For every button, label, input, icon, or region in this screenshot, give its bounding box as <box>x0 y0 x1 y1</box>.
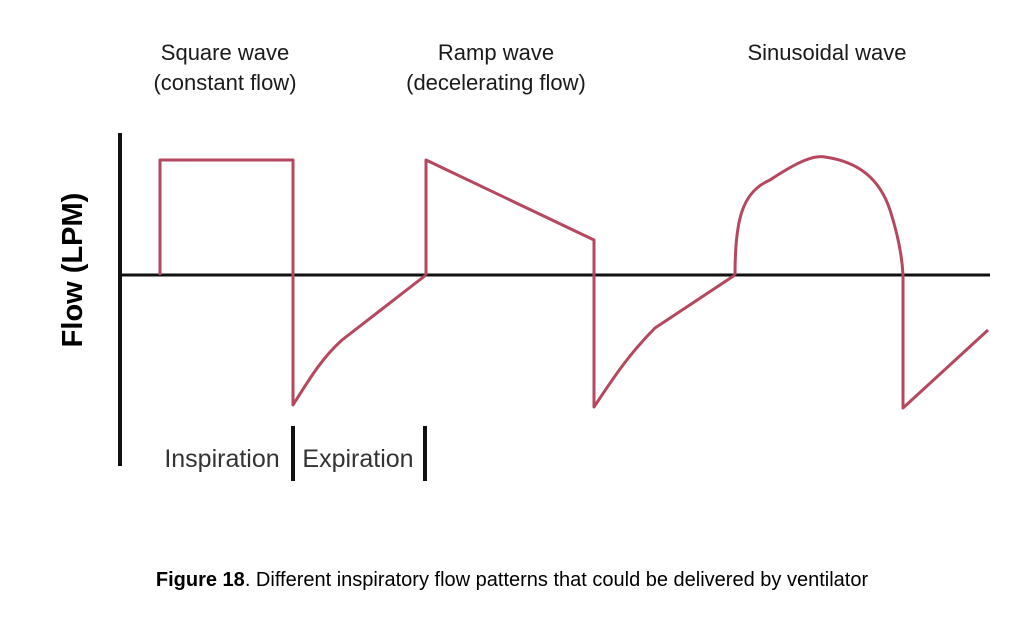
expiration-label: Expiration <box>302 445 413 473</box>
sinusoidal-wave-title: Sinusoidal wave <box>748 40 907 65</box>
square-wave-title: Square wave <box>161 40 289 65</box>
y-axis-label: Flow (LPM) <box>57 193 89 348</box>
square-wave-subtitle: (constant flow) <box>153 70 296 95</box>
ramp-wave-trace <box>424 158 736 409</box>
sinusoidal-wave-trace <box>733 155 990 410</box>
figure-caption: Figure 18. Different inspiratory flow pa… <box>0 569 1024 592</box>
square-wave-trace <box>158 158 427 407</box>
figure-number: Figure 18 <box>155 569 245 591</box>
figure-caption-text: . Different inspiratory flow patterns th… <box>244 569 869 591</box>
ramp-wave-subtitle: (decelerating flow) <box>406 70 586 95</box>
inspiration-label: Inspiration <box>164 445 279 473</box>
ramp-wave-title: Ramp wave <box>438 40 554 65</box>
